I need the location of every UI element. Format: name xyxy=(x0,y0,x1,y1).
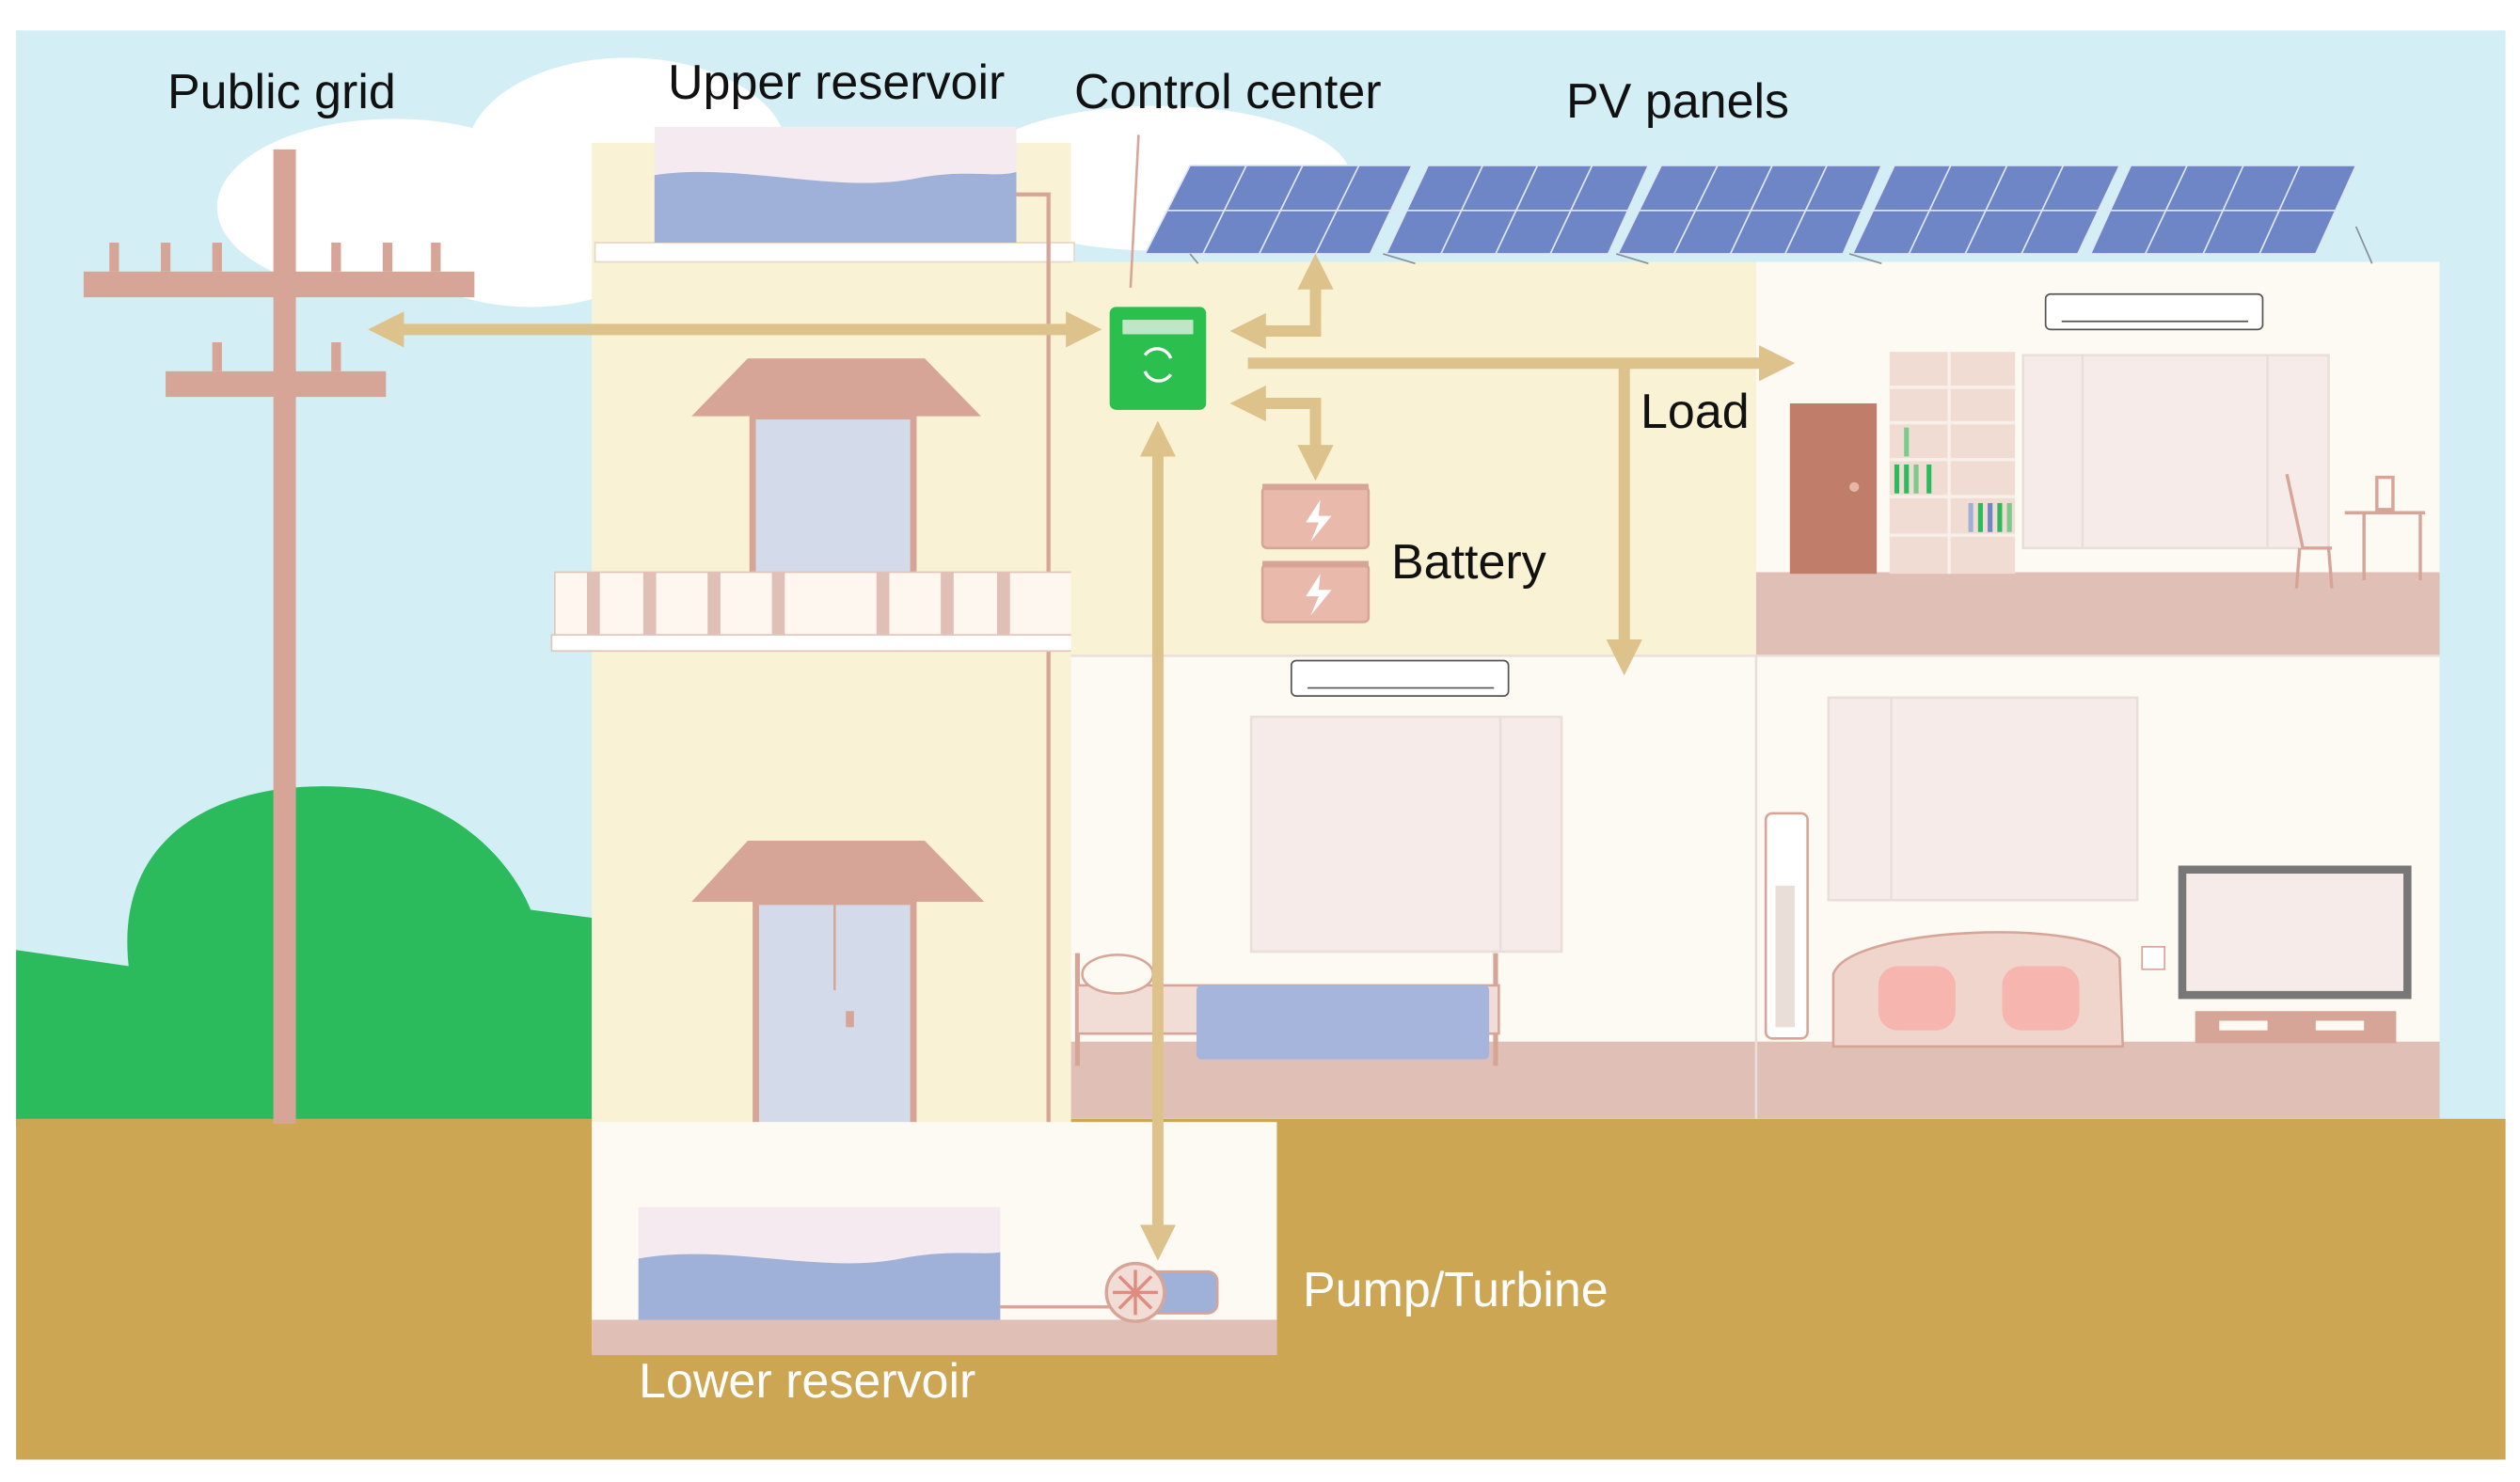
air-conditioner-lower xyxy=(1290,659,1510,697)
power-flow-arrows xyxy=(368,253,1796,1261)
label-upper-reservoir: Upper reservoir xyxy=(668,55,1006,110)
balcony xyxy=(550,571,1075,653)
label-load: Load xyxy=(1640,385,1750,439)
refresh-icon xyxy=(1143,347,1173,383)
upper-right-floor xyxy=(1755,572,2440,656)
pv-panel-gridlines xyxy=(1167,165,2336,255)
label-pv-panels: PV panels xyxy=(1566,74,1790,129)
label-public-grid: Public grid xyxy=(167,65,396,119)
lightning-icon xyxy=(1306,574,1332,616)
sofa xyxy=(1831,931,2125,1048)
desk-and-chair xyxy=(2285,473,2426,589)
bedroom-window xyxy=(1249,716,1563,954)
control-center-leader xyxy=(1129,134,1140,288)
roof-ledge xyxy=(594,242,1075,263)
lightning-icon xyxy=(1306,499,1332,543)
pv-panel-supports xyxy=(1189,226,2373,265)
pump-turbine-unit xyxy=(1104,1261,1219,1323)
lower-reservoir-tank xyxy=(638,1206,1001,1320)
grass-hill xyxy=(16,786,593,1127)
underground-floor xyxy=(592,1319,1277,1356)
pv-arrow xyxy=(1229,253,1334,350)
television xyxy=(2141,865,2412,1044)
label-lower-reservoir: Lower reservoir xyxy=(639,1354,976,1409)
utility-pole xyxy=(83,149,475,1124)
floor-air-conditioner xyxy=(1764,812,1809,1040)
living-room-window xyxy=(1827,696,2139,902)
ground-floor-door xyxy=(691,840,985,1130)
upper-reservoir-tank xyxy=(654,126,1017,244)
battery-pack xyxy=(1260,483,1371,623)
room-door xyxy=(1789,402,1878,575)
air-conditioner-upper xyxy=(2044,292,2264,331)
control-center-device xyxy=(1109,307,1207,410)
upper-room-window xyxy=(2021,354,2330,550)
upper-window xyxy=(691,358,981,645)
label-control-center: Control center xyxy=(1074,65,1382,119)
bookshelf xyxy=(1889,352,2016,575)
label-battery: Battery xyxy=(1391,535,1546,590)
label-pump-turbine: Pump/Turbine xyxy=(1303,1263,1609,1317)
battery-arrow xyxy=(1229,385,1334,481)
